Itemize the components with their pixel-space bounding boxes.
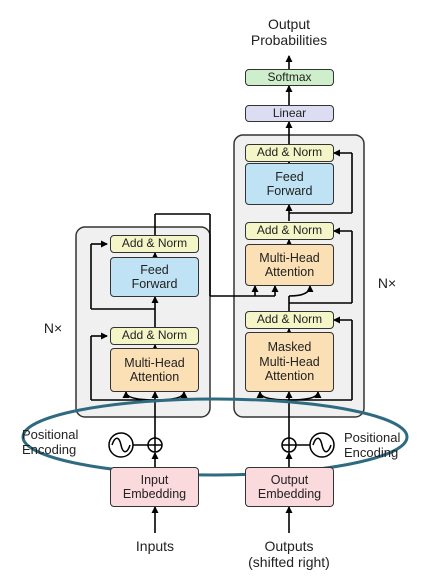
- encoder-repeat-label: N×: [43, 320, 63, 336]
- decoder-add-norm-top: Add & Norm: [245, 144, 334, 162]
- encoder-positional-encoding-label: Positional Encoding: [22, 427, 79, 457]
- decoder-repeat-label: N×: [377, 275, 397, 291]
- encoder-sine-wave-icon: [108, 432, 148, 458]
- inputs-label: Inputs: [135, 538, 175, 554]
- decoder-add-norm-bottom: Add & Norm: [245, 311, 334, 329]
- decoder-feed-forward-block: Feed Forward: [245, 163, 334, 205]
- decoder-multi-head-attention-block: Multi-Head Attention: [245, 244, 334, 286]
- encoder-add-norm-top: Add & Norm: [110, 235, 199, 253]
- output-probabilities-label: Output Probabilities: [250, 16, 328, 49]
- encoder-add-icon: [147, 437, 163, 453]
- connection-lines: [90, 55, 353, 533]
- decoder-add-norm-mid: Add & Norm: [245, 222, 334, 240]
- encoder-multi-head-attention-block: Multi-Head Attention: [110, 348, 199, 392]
- decoder-positional-encoding-label: Positional Encoding: [344, 430, 401, 460]
- decoder-sine-wave-icon: [296, 432, 335, 458]
- outputs-label: Outputs (shifted right): [248, 538, 330, 571]
- positional-encoding-highlight-ellipse: [21, 397, 409, 477]
- encoder-add-norm-bottom: Add & Norm: [110, 327, 199, 345]
- input-embedding-block: Input Embedding: [110, 467, 199, 507]
- softmax-block: Softmax: [245, 69, 334, 86]
- decoder-masked-attention-block: Masked Multi-Head Attention: [245, 332, 334, 392]
- decoder-add-icon: [281, 437, 297, 453]
- output-embedding-block: Output Embedding: [245, 467, 334, 507]
- linear-block: Linear: [245, 105, 334, 122]
- encoder-feed-forward-block: Feed Forward: [110, 257, 199, 297]
